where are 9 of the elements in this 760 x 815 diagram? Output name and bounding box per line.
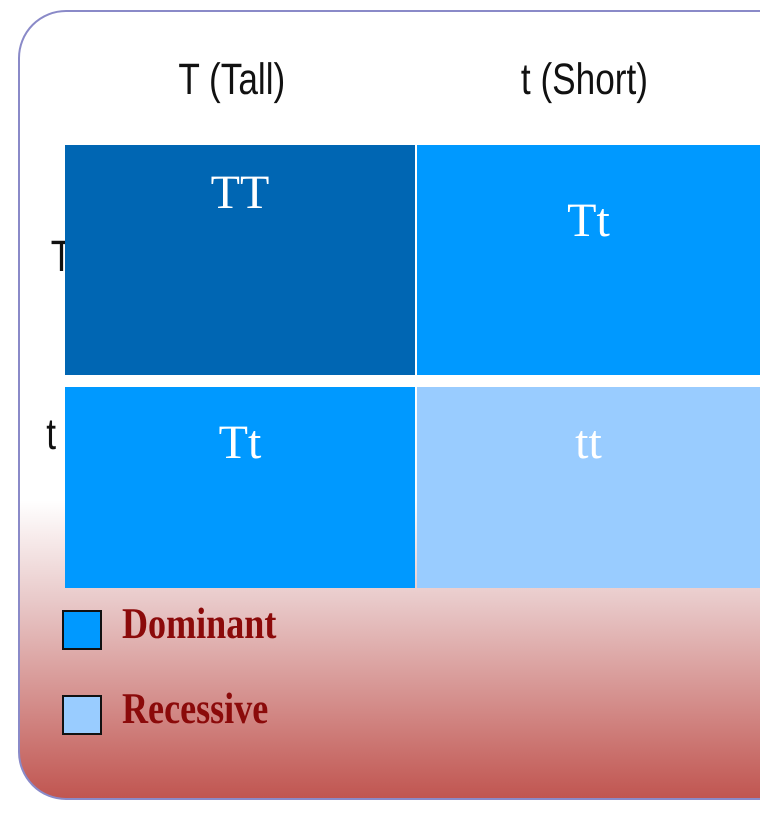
row-header: t [46, 410, 56, 460]
column-header: T (Tall) [178, 55, 286, 105]
legend-label: Dominant [122, 598, 276, 649]
genotype-cell: TT [65, 145, 415, 375]
genotype-cell: Tt [65, 387, 415, 588]
genotype-cell: Tt [417, 145, 760, 375]
legend-label: Recessive [122, 683, 268, 734]
genotype-cell: tt [417, 387, 760, 588]
column-header: t (Short) [520, 55, 648, 105]
